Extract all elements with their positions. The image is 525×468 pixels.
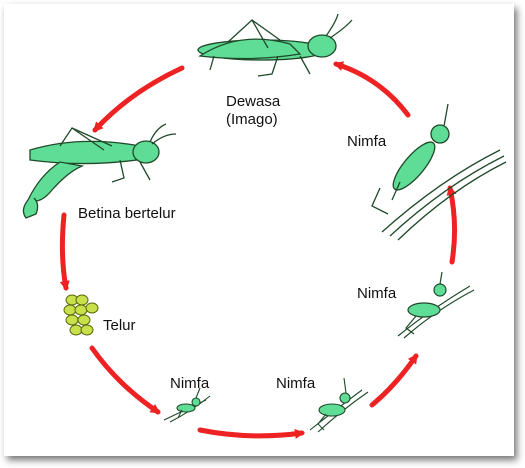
nymph-4-illustration xyxy=(371,103,507,241)
label-nymph-2: Nimfa xyxy=(276,375,316,392)
nymph-2-illustration xyxy=(309,377,369,433)
arrow-nymph2-to-nymph3 xyxy=(369,353,419,408)
nymph-3-illustration xyxy=(397,271,475,339)
arrow-eggs-to-nymph1 xyxy=(89,345,161,415)
label-nymph-1: Nimfa xyxy=(170,375,210,392)
arrow-nymph4-to-adult xyxy=(333,61,411,118)
arrow-female-to-eggs xyxy=(59,212,70,291)
arrow-nymph1-to-nymph2 xyxy=(197,427,305,439)
adult-grasshopper-illustration xyxy=(197,13,353,77)
label-adult-line1: Dewasa xyxy=(226,93,281,110)
arrow-adult-to-female xyxy=(92,65,185,133)
label-adult-line2: (Imago) xyxy=(226,111,278,128)
arrow-nymph3-to-nymph4 xyxy=(446,185,458,265)
label-eggs: Telur xyxy=(103,317,136,334)
nymph-1-illustration xyxy=(163,387,211,423)
cycle-arrows xyxy=(59,61,458,439)
label-female-laying: Betina bertelur xyxy=(78,205,176,222)
female-grasshopper-illustration xyxy=(22,123,177,219)
egg-cluster-illustration xyxy=(63,294,99,336)
label-nymph-3: Nimfa xyxy=(357,285,397,302)
diagram-frame xyxy=(4,4,514,456)
label-nymph-4: Nimfa xyxy=(347,133,387,150)
